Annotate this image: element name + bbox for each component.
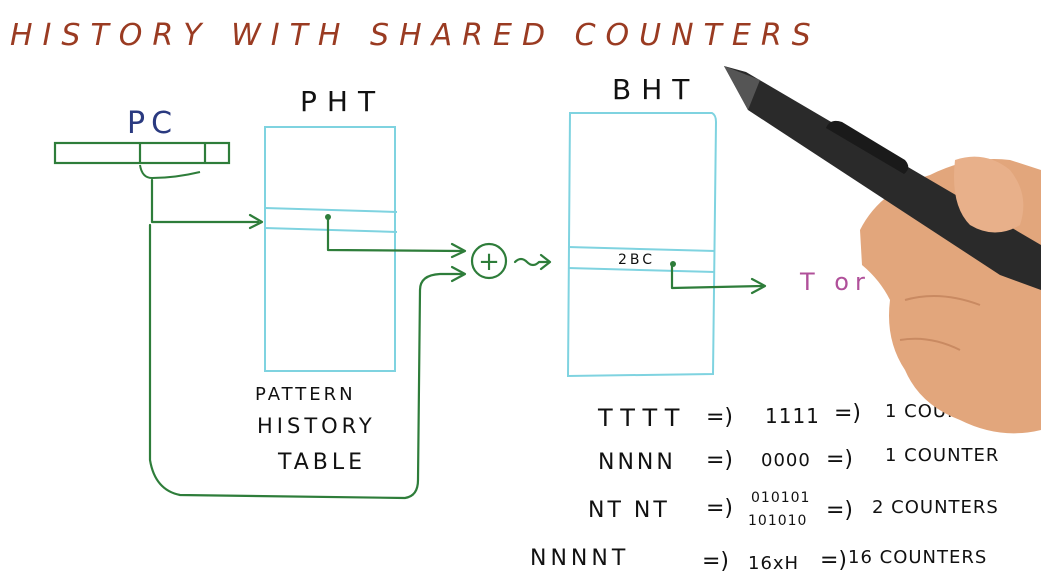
pht-caption-line-1: PATTERN (255, 384, 356, 405)
bht-label: BHT (612, 73, 699, 106)
xor-gate (470, 242, 508, 280)
bht-entry-dot (670, 261, 676, 267)
example-result: 2 COUNTERS (872, 497, 999, 518)
pht-entry-dot (325, 214, 331, 220)
pht-label: PHT (300, 85, 385, 118)
example-arrow: =) (702, 549, 729, 574)
example-result: 16 COUNTERS (848, 547, 987, 568)
example-arrow: =) (706, 496, 733, 521)
title: HISTORY WITH SHARED COUNTERS (10, 18, 821, 53)
pht-caption-line-2: HISTORY (257, 414, 376, 438)
pc-bits-brace (139, 164, 201, 180)
example-arrow: =) (826, 447, 853, 472)
example-row-2: NNNN =) 0000 =) 1 COUNTER (598, 445, 999, 475)
example-history: 16xH (748, 553, 799, 574)
example-pattern: NT NT (588, 498, 670, 523)
example-arrow: =) (826, 498, 853, 523)
pc-to-xor-wire (148, 223, 464, 500)
example-pattern: TTTT (597, 404, 687, 432)
example-row-3: NT NT =) 010101 101010 =) 2 COUNTERS (588, 490, 999, 529)
counter-label: 2BC (618, 252, 655, 268)
example-history: 1111 (765, 404, 820, 428)
example-result: 1 COUNTER (885, 445, 999, 466)
hand-with-stylus (724, 66, 1041, 434)
pc-label: PC (127, 106, 178, 141)
pht-to-xor-wire (326, 216, 464, 253)
wires (148, 178, 767, 500)
example-pattern: NNNN (598, 450, 676, 475)
example-history-line-1: 010101 (751, 490, 810, 506)
example-arrow: =) (834, 401, 861, 426)
bht-to-output-wire (670, 262, 764, 290)
example-row-4: NNNNT =) 16xH =) 16 COUNTERS (530, 546, 987, 574)
pc-to-pht-wire (150, 178, 260, 224)
example-arrow: =) (706, 405, 733, 430)
pht-table (264, 126, 398, 372)
bht-table (566, 112, 718, 378)
xor-symbol: + (478, 247, 500, 277)
example-pattern: NNNNT (530, 546, 629, 571)
example-history-line-2: 101010 (748, 513, 807, 529)
pht-caption-line-3: TABLE (277, 450, 366, 475)
xor-to-bht-wire (513, 257, 550, 267)
example-history: 0000 (761, 450, 811, 471)
thumb (954, 156, 1024, 233)
stylus (724, 66, 1041, 290)
example-arrow: =) (706, 448, 733, 473)
example-arrow: =) (820, 548, 847, 573)
pc-register (53, 141, 231, 165)
